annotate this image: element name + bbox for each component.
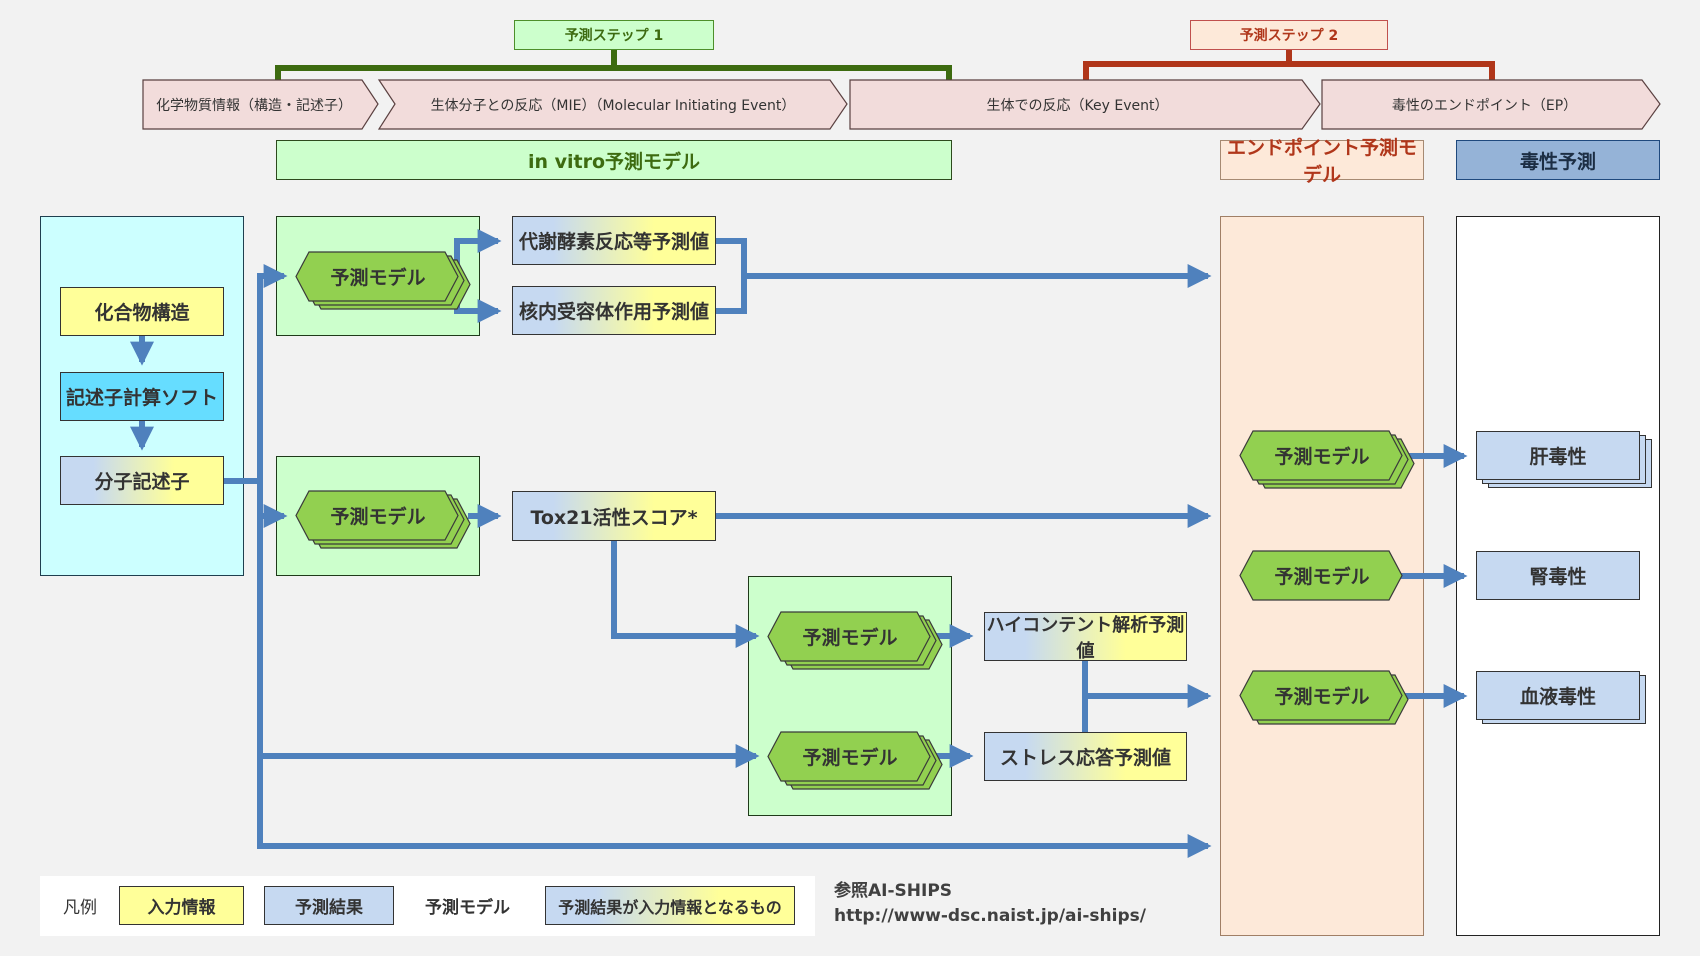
molecular-descriptor-box: 分子記述子 <box>60 456 224 505</box>
legend-title: 凡例 <box>63 898 97 918</box>
endpoint-model-hex-liver <box>1239 430 1403 481</box>
kidney-toxicity-box: 腎毒性 <box>1476 551 1640 600</box>
stage-label-chemical-info: 化学物質情報（構造・記述子） <box>156 97 352 114</box>
nuclear-receptor-prediction-box: 核内受容体作用予測値 <box>512 286 716 335</box>
tox21-score-box: Tox21活性スコア* <box>512 491 716 541</box>
step1-bracket <box>275 50 952 80</box>
arrow-tox21-to-model-3 <box>611 541 760 648</box>
reference-label: 参照AI-SHIPS <box>834 881 953 901</box>
stage-label-key-event: 生体での反応（Key Event） <box>986 97 1169 114</box>
connector-results-join <box>716 238 747 314</box>
blood-toxicity-box: 血液毒性 <box>1476 671 1640 720</box>
model-hex-3 <box>767 611 931 662</box>
endpoint-model-hex-blood <box>1239 670 1403 721</box>
invitro-model-label: in vitro予測モデル <box>276 140 952 180</box>
metabolic-prediction-box: 代謝酵素反応等予測値 <box>512 216 716 265</box>
step2-bracket <box>1083 50 1495 80</box>
stage-chevron-3 <box>849 79 1321 130</box>
stage-label-endpoint: 毒性のエンドポイント（EP） <box>1391 97 1578 114</box>
legend-input: 入力情報 <box>119 886 244 925</box>
stage-chevron-2 <box>377 79 848 130</box>
reference-url[interactable]: http://www-dsc.naist.jp/ai-ships/ <box>834 906 1146 926</box>
stage-chevron-4 <box>1321 79 1661 130</box>
toxicity-prediction-label: 毒性予測 <box>1456 140 1660 180</box>
stage-label-mie: 生体分子との反応（MIE）（Molecular Initiating Event… <box>430 97 796 114</box>
endpoint-model-label: エンドポイント予測モデル <box>1220 137 1424 186</box>
model-hex-1 <box>295 251 459 302</box>
stress-response-prediction-box: ストレス応答予測値 <box>984 732 1187 781</box>
descriptor-software-box: 記述子計算ソフト <box>60 372 224 421</box>
legend-model: 予測モデル <box>425 898 510 918</box>
legend-result: 予測結果 <box>264 886 394 925</box>
model-hex-4 <box>767 731 931 782</box>
model-hex-2 <box>295 490 459 541</box>
legend-result-as-input: 予測結果が入力情報となるもの <box>545 886 795 925</box>
step1-label: 予測ステップ 1 <box>514 20 714 50</box>
stage-chevron-1 <box>142 79 379 130</box>
compound-structure-box: 化合物構造 <box>60 287 224 336</box>
step2-label: 予測ステップ 2 <box>1190 20 1388 50</box>
liver-toxicity-box: 肝毒性 <box>1476 431 1640 480</box>
endpoint-model-hex-kidney <box>1239 550 1403 601</box>
high-content-prediction-box: ハイコンテント解析予測値 <box>984 612 1187 662</box>
